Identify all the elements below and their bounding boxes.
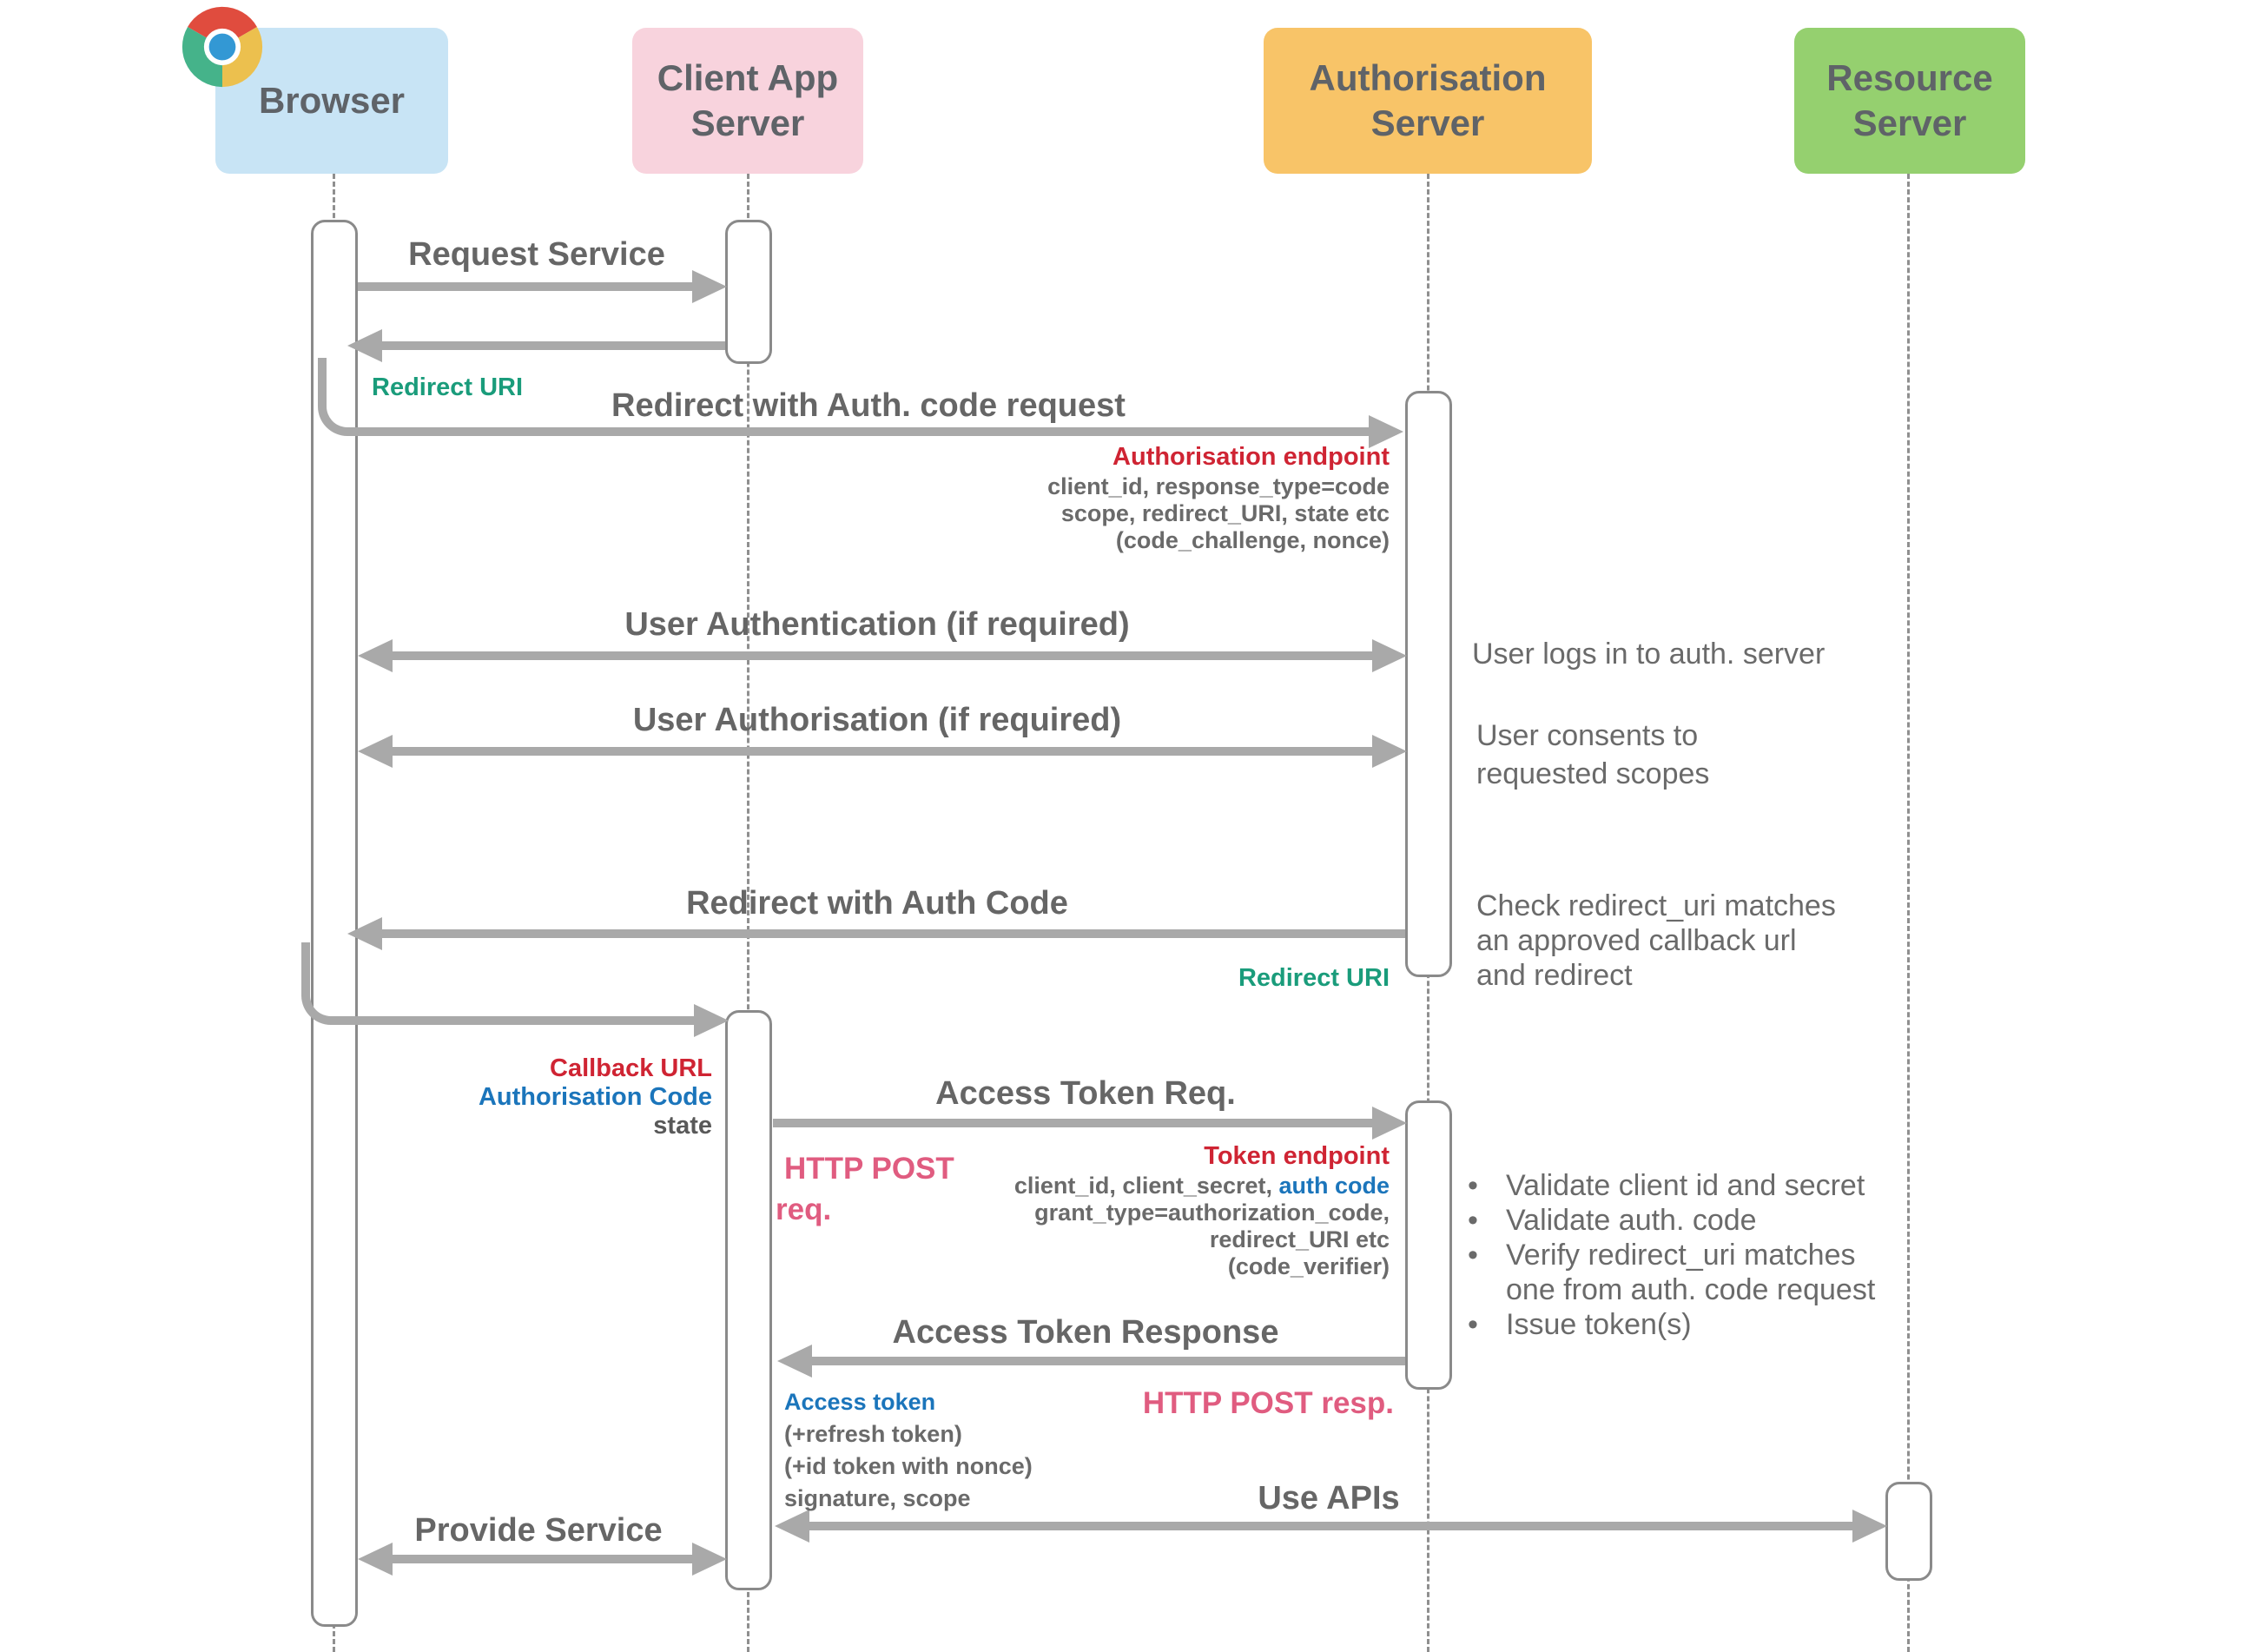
access-token-annotations: Access token (+refresh token) (+id token…	[784, 1386, 1033, 1515]
user-authorisation-label: User Authorisation (if required)	[632, 702, 1122, 738]
bullet-verify-redirect: •Verify redirect_uri matches	[1468, 1239, 1856, 1272]
lifeline-client	[747, 174, 749, 1652]
use-apis-arrowhead-left	[775, 1510, 809, 1543]
note-check-redirect: Check redirect_uri matches an approved c…	[1476, 889, 1836, 993]
note-user-consents-line-1: User consents to	[1476, 719, 1699, 752]
note-check-redirect-line-1: Check redirect_uri matches	[1476, 889, 1836, 922]
bullet-verify-redirect-cont: •one from auth. code request	[1506, 1273, 1876, 1306]
access-token-response-arrowhead	[777, 1345, 812, 1378]
state-label: state	[653, 1112, 712, 1140]
provide-service-arrowhead-right	[692, 1543, 727, 1576]
access-token-response-arrow	[812, 1357, 1405, 1365]
request-service-label: Request Service	[408, 236, 665, 273]
request-service-arrow	[358, 282, 692, 291]
authorisation-endpoint-label: Authorisation endpoint	[1112, 443, 1390, 471]
provide-service-arrow	[391, 1555, 692, 1563]
actor-authorisation-server: Authorisation Server	[1264, 28, 1592, 174]
redirect-auth-code-label: Redirect with Auth Code	[686, 885, 1068, 922]
auth-endpoint-param-3: (code_challenge, nonce)	[1115, 527, 1390, 553]
actor-resource-label: Resource Server	[1826, 56, 1993, 144]
access-token-detail-3: signature, scope	[784, 1485, 971, 1511]
authorisation-code-label: Authorisation Code	[478, 1083, 712, 1111]
user-authentication-arrowhead-right	[1372, 639, 1407, 672]
activation-resource	[1885, 1482, 1932, 1581]
callback-elbow	[301, 942, 694, 1025]
auth-endpoint-param-1: client_id, response_type=code	[1047, 473, 1390, 499]
token-params: client_id, client_secret, auth code gran…	[1014, 1173, 1390, 1280]
activation-auth-1	[1405, 391, 1452, 977]
note-user-consents-line-2: requested scopes	[1476, 757, 1710, 790]
token-params-line-1: client_id, client_secret, auth code	[1014, 1173, 1390, 1199]
auth-endpoint-param-2: scope, redirect_URI, state etc	[1060, 500, 1390, 526]
note-user-logs-in: User logs in to auth. server	[1472, 638, 1826, 671]
bullet-validate-auth-code: •Validate auth. code	[1468, 1204, 1757, 1237]
redirect-auth-code-arrowhead	[347, 917, 382, 950]
token-endpoint-label: Token endpoint	[1204, 1142, 1390, 1170]
access-token-detail-1: (+refresh token)	[784, 1421, 962, 1447]
bullet-validate-client: •Validate client id and secret	[1468, 1169, 1865, 1202]
callback-url-label: Callback URL	[550, 1054, 712, 1082]
http-post-req-line-1: HTTP POST	[784, 1152, 954, 1186]
actor-client-label: Client App Server	[657, 56, 839, 144]
redirect-auth-code-request-elbow	[318, 358, 1369, 436]
redirect-uri-label-1: Redirect URI	[372, 373, 524, 401]
token-params-line-3: redirect_URI etc	[1209, 1226, 1390, 1252]
http-post-req-line-2: req.	[776, 1193, 832, 1226]
token-params-line-2: grant_type=authorization_code,	[1034, 1199, 1390, 1226]
lifeline-resource	[1907, 174, 1910, 1652]
actor-client-app-server: Client App Server	[632, 28, 863, 174]
note-token-validation: •Validate client id and secret •Validate…	[1468, 1168, 1875, 1342]
user-authorisation-arrowhead-left	[358, 735, 393, 768]
note-check-redirect-line-2: an approved callback url	[1476, 924, 1797, 957]
provide-service-arrowhead-left	[358, 1543, 393, 1576]
user-authentication-arrowhead-left	[358, 639, 393, 672]
note-check-redirect-line-3: and redirect	[1476, 959, 1633, 992]
user-authorisation-arrow	[391, 747, 1372, 756]
provide-service-label: Provide Service	[414, 1512, 663, 1549]
user-authentication-arrow	[391, 651, 1372, 660]
redirect-auth-code-request-label: Redirect with Auth. code request	[611, 387, 1126, 424]
actor-browser-label: Browser	[258, 79, 406, 121]
actor-resource-server: Resource Server	[1794, 28, 2025, 174]
chrome-icon	[182, 6, 263, 88]
access-token-req-label: Access Token Req.	[935, 1075, 1236, 1112]
redirect-uri-label-2: Redirect URI	[1238, 964, 1390, 992]
redirect-auth-code-request-arrowhead	[1369, 415, 1403, 448]
activation-client-2	[725, 1010, 772, 1590]
callback-annotations: Callback URL Authorisation Code state	[479, 1054, 712, 1140]
return-arrow	[382, 341, 725, 350]
use-apis-arrowhead-right	[1852, 1510, 1887, 1543]
use-apis-arrow	[808, 1522, 1852, 1530]
http-post-resp-label: HTTP POST resp.	[1142, 1386, 1394, 1420]
activation-auth-2	[1405, 1100, 1452, 1390]
access-token-label: Access token	[784, 1389, 936, 1415]
token-params-prefix: client_id, client_secret,	[1013, 1173, 1279, 1199]
use-apis-label: Use APIs	[1258, 1480, 1400, 1517]
actor-auth-label: Authorisation Server	[1309, 56, 1547, 144]
note-user-consents: User consents to requested scopes	[1476, 717, 1709, 793]
bullet-issue-tokens: •Issue token(s)	[1468, 1308, 1692, 1341]
return-arrowhead	[347, 329, 382, 362]
request-service-arrowhead	[692, 270, 727, 303]
auth-endpoint-params: client_id, response_type=code scope, red…	[1047, 473, 1390, 554]
callback-elbow-arrowhead	[694, 1004, 729, 1037]
access-token-req-arrow	[773, 1119, 1372, 1127]
auth-code-param: auth code	[1278, 1173, 1390, 1199]
token-params-line-4: (code_verifier)	[1227, 1253, 1390, 1279]
access-token-response-label: Access Token Response	[892, 1314, 1279, 1351]
activation-client-1	[725, 220, 772, 364]
access-token-req-arrowhead	[1372, 1107, 1407, 1140]
http-post-req-label: HTTP POST req.	[776, 1148, 954, 1230]
access-token-detail-2: (+id token with nonce)	[784, 1453, 1033, 1479]
redirect-auth-code-arrow	[382, 929, 1405, 938]
user-authentication-label: User Authentication (if required)	[624, 606, 1130, 643]
user-authorisation-arrowhead-right	[1372, 735, 1407, 768]
